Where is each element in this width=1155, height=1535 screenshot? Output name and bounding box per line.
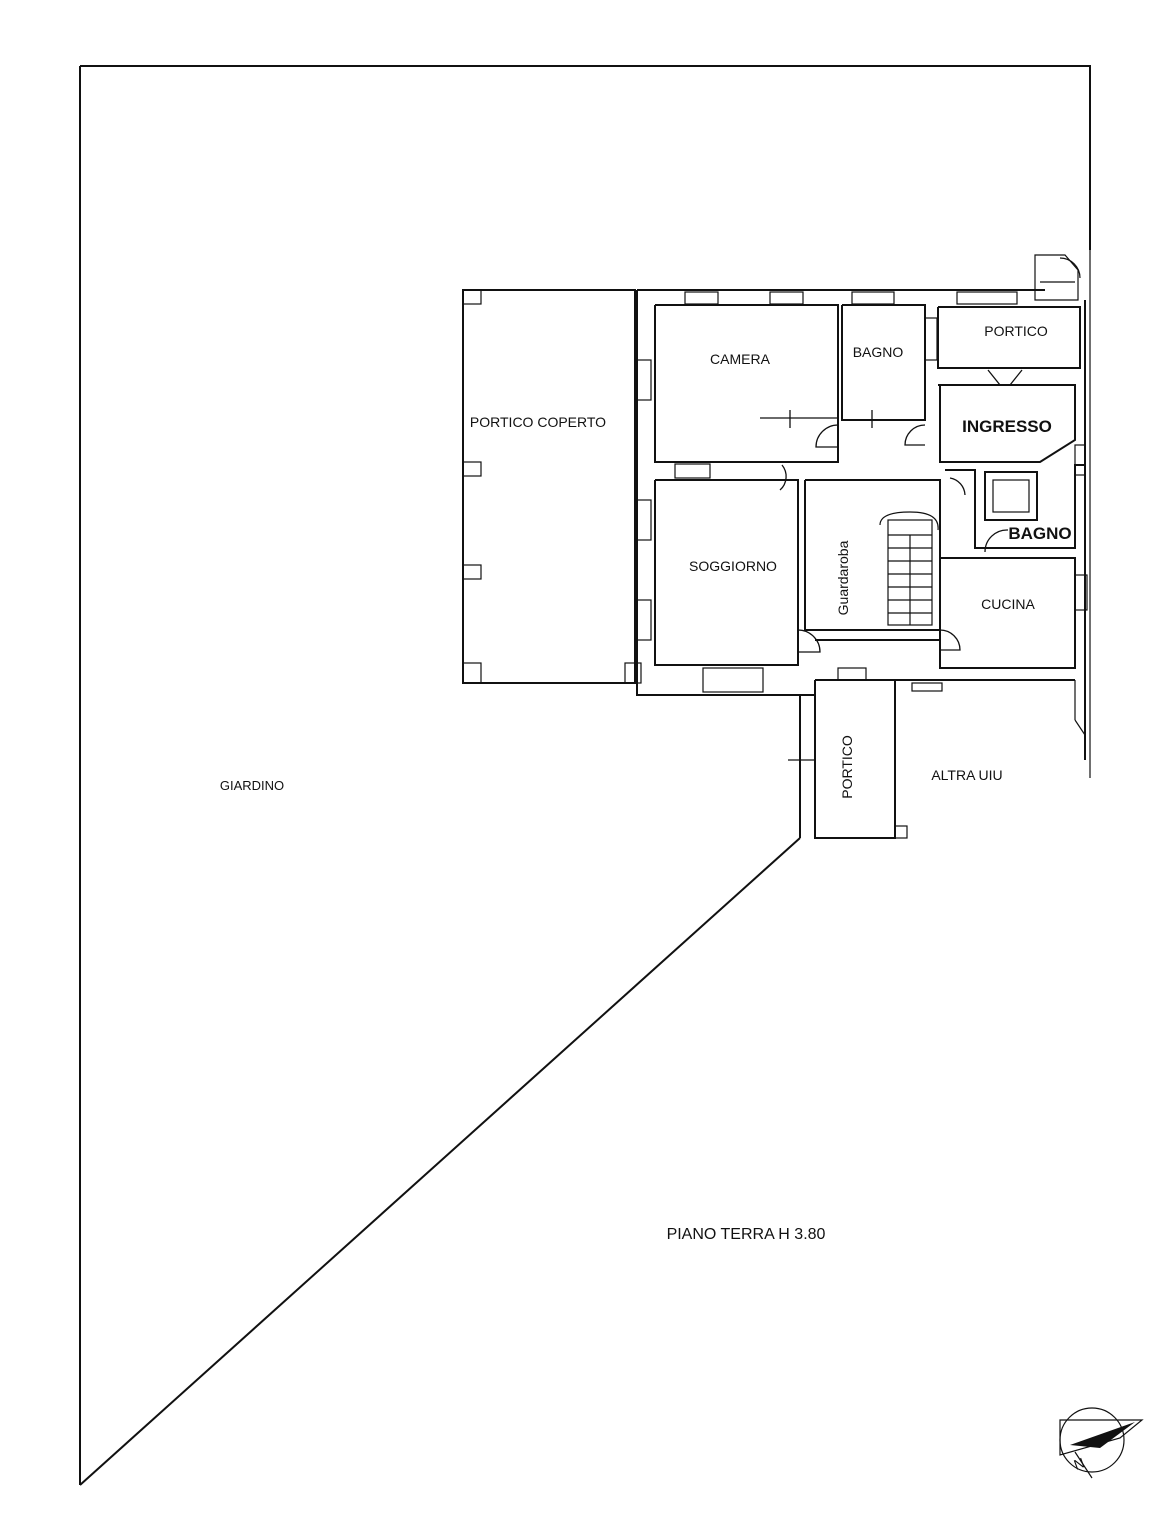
door-swings bbox=[760, 369, 1023, 653]
staircase bbox=[879, 511, 939, 626]
room-label-ingresso: INGRESSO bbox=[962, 417, 1052, 436]
room-label-portico-coperto: PORTICO COPERTO bbox=[470, 414, 606, 430]
room-label-bagno-2: BAGNO bbox=[1008, 524, 1071, 543]
windows bbox=[636, 291, 1088, 693]
room-label-bagno-1: BAGNO bbox=[853, 344, 904, 360]
room-label-giardino: GIARDINO bbox=[220, 778, 284, 793]
room-label-camera: CAMERA bbox=[710, 351, 771, 367]
room-label-portico-1: PORTICO bbox=[984, 323, 1048, 339]
room-label-altra-uiu: ALTRA UIU bbox=[931, 767, 1002, 783]
lot-boundary bbox=[79, 65, 1091, 1486]
portico-esterno bbox=[788, 680, 943, 839]
house-walls bbox=[636, 289, 1086, 760]
north-arrow-letter: N bbox=[1072, 1454, 1087, 1472]
room-label-cucina: CUCINA bbox=[981, 596, 1035, 612]
room-label-soggiorno: SOGGIORNO bbox=[689, 558, 777, 574]
room-label-guardaroba: Guardaroba bbox=[835, 540, 851, 615]
shower-tray bbox=[984, 471, 1038, 521]
portico-coperto-outline bbox=[462, 289, 642, 684]
north-arrow-icon: N bbox=[1059, 1407, 1144, 1479]
entrance-steps bbox=[1034, 254, 1081, 301]
room-label-portico-2: PORTICO bbox=[839, 735, 855, 799]
plan-title: PIANO TERRA H 3.80 bbox=[667, 1226, 826, 1243]
